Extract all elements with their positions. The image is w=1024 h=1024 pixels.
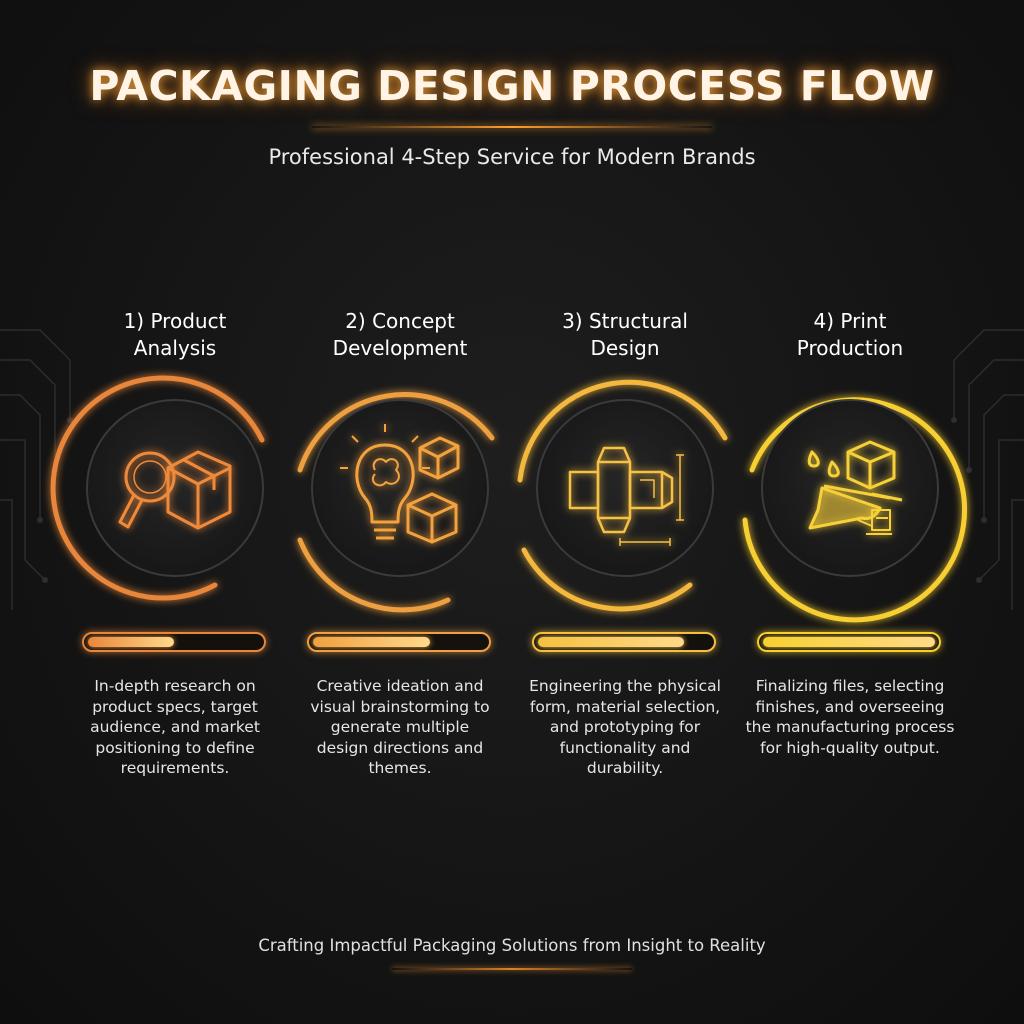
step-3-description: Engineering the physical form, material … [529,677,721,777]
ring-arc-3b [521,547,693,612]
ring-arc-3 [517,379,728,483]
ring-arc-1 [50,375,265,601]
footer-divider [392,968,632,970]
step-3-title: 3) Structural Design [562,309,688,360]
page-title: PACKAGING DESIGN PROCESS FLOW [89,62,935,110]
step-1-description: In-depth research on product specs, targ… [90,677,260,777]
icon-disc-2 [311,399,489,577]
step-1-progress-fill [88,637,174,647]
step-1-progress [82,632,266,652]
icon-disc-3 [536,399,714,577]
step-3-progress [532,632,716,652]
step-1-title: 1) Product Analysis [123,309,227,360]
step-2-progress [307,632,491,652]
lightbulb-brain-icon [340,424,460,544]
icon-disc-1 [86,399,264,577]
icon-disc-4 [761,399,939,577]
ring-arc-2b [297,537,451,613]
magnifier-box-icon [118,450,232,530]
step-4-progress [757,632,941,652]
footer-tagline: Crafting Impactful Packaging Solutions f… [258,936,766,955]
title-divider [312,126,712,128]
page-subtitle: Professional 4-Step Service for Modern B… [268,145,756,169]
step-4-description: Finalizing files, selecting finishes, an… [745,677,955,757]
step-2-description: Creative ideation and visual brainstormi… [310,677,490,777]
step-4-progress-fill [763,637,935,647]
step-3-progress-fill [538,637,684,647]
step-4-title: 4) Print Production [796,309,904,360]
step-2-title: 2) Concept Development [332,309,468,360]
ring-arc-2 [297,392,495,473]
step-2-progress-fill [313,637,430,647]
print-roller-icon [807,440,903,535]
dieline-box-icon [568,446,684,546]
